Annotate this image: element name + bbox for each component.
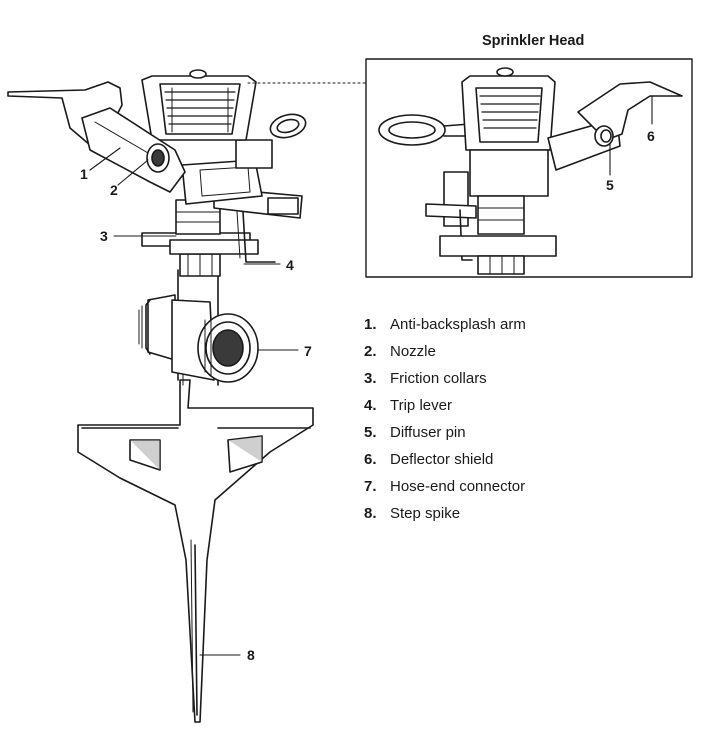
main-sprinkler-illustration bbox=[7, 69, 367, 723]
legend-number: 8. bbox=[364, 505, 377, 522]
diffuser-pin bbox=[594, 125, 614, 147]
legend-item: 4. Trip lever bbox=[364, 397, 526, 424]
step-spike bbox=[77, 379, 314, 723]
legend-item: 7. Hose-end connector bbox=[364, 478, 526, 505]
inset-title: Sprinkler Head bbox=[482, 33, 585, 49]
legend-label: Anti-backsplash arm bbox=[390, 316, 526, 333]
callout-5: 5 bbox=[606, 177, 614, 193]
callout-1: 1 bbox=[80, 166, 88, 182]
legend-number: 5. bbox=[364, 424, 377, 441]
hose-end-connector bbox=[138, 294, 259, 383]
legend-number: 6. bbox=[364, 451, 377, 468]
legend-number: 4. bbox=[364, 397, 377, 414]
legend-number: 1. bbox=[364, 316, 377, 333]
legend-number: 2. bbox=[364, 343, 377, 360]
legend-label: Nozzle bbox=[390, 343, 436, 360]
legend-item: 2. Nozzle bbox=[364, 343, 526, 370]
callout-6: 6 bbox=[647, 128, 655, 144]
callout-7: 7 bbox=[304, 343, 312, 359]
legend-number: 7. bbox=[364, 478, 377, 495]
legend-item: 3. Friction collars bbox=[364, 370, 526, 397]
callout-2: 2 bbox=[110, 182, 118, 198]
legend-item: 5. Diffuser pin bbox=[364, 424, 526, 451]
callout-8: 8 bbox=[247, 647, 255, 663]
callout-3: 3 bbox=[100, 228, 108, 244]
legend-label: Hose-end connector bbox=[390, 478, 526, 495]
spring-housing bbox=[141, 69, 257, 141]
legend-label: Diffuser pin bbox=[390, 424, 466, 441]
legend-item: 6. Deflector shield bbox=[364, 451, 526, 478]
friction-collars bbox=[141, 199, 259, 255]
parts-legend: 1. Anti-backsplash arm 2. Nozzle 3. Frictio… bbox=[364, 316, 526, 532]
legend-label: Step spike bbox=[390, 505, 461, 522]
sprinkler-head-inset bbox=[365, 58, 693, 278]
legend-label: Deflector shield bbox=[390, 451, 494, 468]
legend-label: Trip lever bbox=[390, 397, 452, 414]
legend-number: 3. bbox=[364, 370, 377, 387]
callout-4: 4 bbox=[286, 257, 294, 273]
legend-item: 1. Anti-backsplash arm bbox=[364, 316, 526, 343]
legend-label: Friction collars bbox=[390, 370, 487, 387]
legend-item: 8. Step spike bbox=[364, 505, 526, 532]
nozzle bbox=[81, 107, 186, 193]
